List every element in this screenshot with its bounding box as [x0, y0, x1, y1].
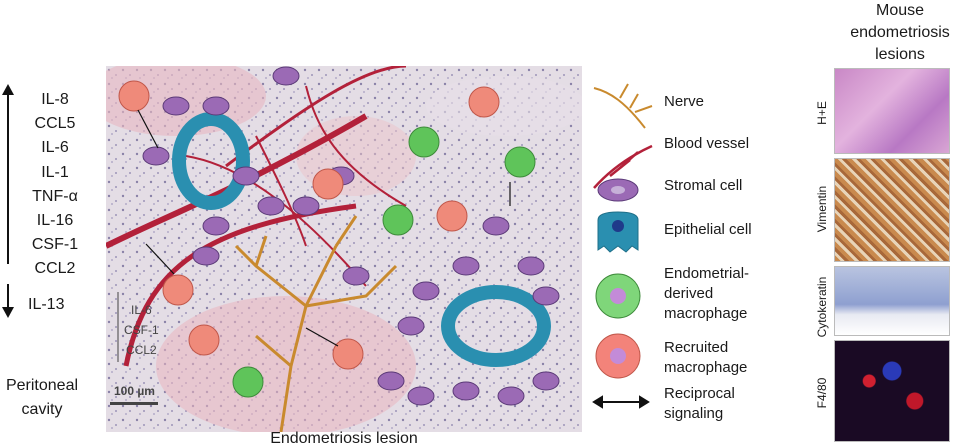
- cytokine-label: IL-6: [41, 139, 69, 157]
- cytokine-label: CCL2: [34, 260, 76, 278]
- stain-label-f4-80: F4/80: [815, 377, 829, 409]
- cavity-label-line: Peritoneal: [5, 377, 79, 394]
- mouse-title-line: Mouse: [875, 2, 925, 19]
- legend-label-endometrial-macrophage: Endometrial- derived macrophage: [664, 265, 750, 322]
- upregulated-arrow-icon: [2, 84, 14, 264]
- f4-80-stain-image: [834, 340, 950, 442]
- reciprocal-arrow-icon: [137, 109, 511, 347]
- downregulated-cytokine-label: IL-13: [28, 296, 65, 313]
- epithelial-gland-icon: [172, 112, 551, 367]
- legend-icons: [592, 83, 653, 409]
- cytokine-label: IL-8: [41, 91, 69, 108]
- peritoneal-cavity-label: Peritoneal cavity: [0, 374, 84, 422]
- cytokine-label: CSF-1: [31, 236, 79, 254]
- legend-label-nerve: Nerve: [664, 93, 705, 110]
- lesion-cytokine-label: IL-6: [130, 303, 152, 317]
- stain-label-vimentin: Vimentin: [815, 185, 829, 233]
- downregulated-arrow-icon: [2, 284, 14, 318]
- mouse-panel-title: Mouse endometriosis lesions: [848, 0, 952, 66]
- stromal-cell-icon: [142, 66, 560, 406]
- mouse-title-line: endometriosis: [850, 24, 950, 41]
- stain-label-he: H+E: [815, 101, 829, 125]
- he-stain-image: [834, 68, 950, 154]
- mouse-title-line: lesions: [875, 46, 925, 63]
- lesion-illustration: [106, 66, 582, 432]
- nerve-icon: [593, 83, 653, 129]
- upregulated-cytokine-list: IL-8 CCL5 IL-6 IL-1 TNF-α IL-16 CSF-1 CC…: [20, 88, 90, 282]
- cavity-label-line: cavity: [21, 401, 63, 418]
- blood-vessel-icon: [593, 144, 653, 189]
- cytokine-label: CCL5: [34, 115, 76, 133]
- recruited-macrophage-icon: [118, 80, 500, 370]
- cytokeratin-stain-image: [834, 266, 950, 336]
- lesion-caption: Endometriosis lesion: [270, 430, 418, 447]
- lesion-cytokine-labels: IL-6 CSF-1 CCL2: [124, 300, 159, 360]
- endometrial-macrophage-icon: [232, 126, 536, 398]
- cytokine-label: TNF-α: [32, 187, 78, 205]
- nerve-icon: [234, 215, 398, 432]
- legend-label-reciprocal-signaling: Reciprocal signaling: [664, 385, 735, 422]
- legend-label-recruited-macrophage: Recruited macrophage: [664, 339, 748, 376]
- legend-label-epithelial-cell: Epithelial cell: [664, 221, 752, 238]
- legend-label-blood-vessel: Blood vessel: [664, 135, 750, 152]
- vimentin-stain-image: [834, 158, 950, 262]
- scale-bar-label: 100 µm: [114, 384, 155, 398]
- lesion-cytokine-label: CSF-1: [124, 323, 159, 337]
- reciprocal-arrow-icon: [592, 395, 650, 409]
- legend-label-stromal-cell: Stromal cell: [664, 177, 743, 194]
- stain-label-cytokeratin: Cytokeratin: [815, 276, 829, 338]
- cytokine-label: IL-1: [41, 163, 69, 181]
- lesion-cytokine-label: CCL2: [125, 343, 157, 357]
- cytokine-label: IL-16: [36, 212, 74, 230]
